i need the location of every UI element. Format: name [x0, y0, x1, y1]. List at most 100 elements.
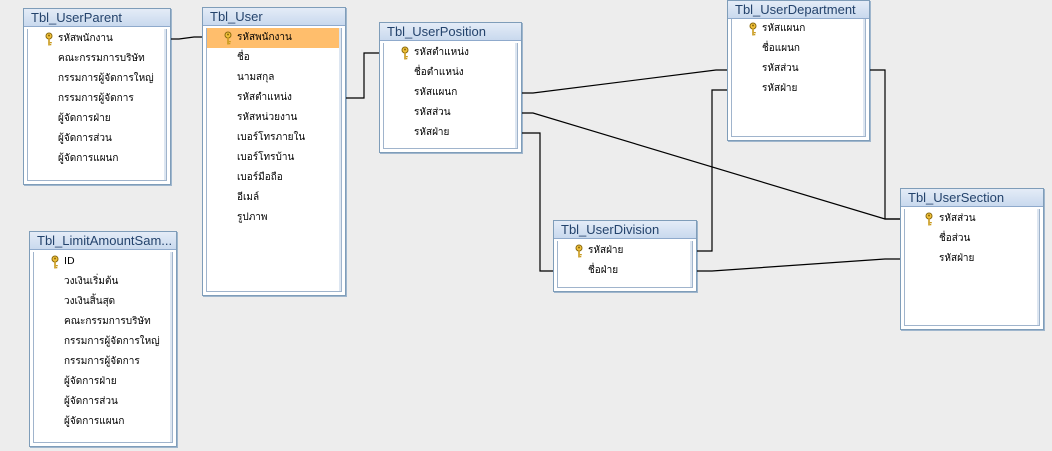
field-row[interactable]: ผู้จัดการฝ่าย: [28, 109, 166, 129]
table-title[interactable]: Tbl_User: [203, 8, 345, 26]
field-name: รหัสแผนก: [414, 87, 458, 98]
field-list[interactable]: รหัสพนักงาน คณะกรรมการบริษัท กรรมการผู้จ…: [27, 29, 167, 181]
field-name: ผู้จัดการแผนก: [58, 153, 119, 164]
field-name: ผู้จัดการฝ่าย: [64, 376, 117, 387]
field-row[interactable]: ชื่อส่วน: [905, 229, 1039, 249]
field-name: วงเงินเริ่มต้น: [64, 276, 119, 287]
field-row[interactable]: คณะกรรมการบริษัท: [34, 312, 172, 332]
scrollbar[interactable]: [863, 19, 865, 136]
field-name: ชื่อ: [237, 52, 250, 63]
field-row[interactable]: ชื่อฝ่าย: [558, 261, 692, 281]
relationship-line[interactable]: [522, 132, 553, 272]
field-row[interactable]: รหัสฝ่าย: [732, 79, 865, 99]
field-row[interactable]: ID: [34, 252, 172, 272]
field-name: รหัสฝ่าย: [939, 253, 975, 264]
field-row[interactable]: รหัสตำแหน่ง: [384, 43, 517, 63]
field-list[interactable]: รหัสแผนก ชื่อแผนก รหัสส่วน รหัสฝ่าย: [731, 19, 866, 137]
field-row[interactable]: วงเงินสิ้นสุด: [34, 292, 172, 312]
field-name: เบอร์มือถือ: [237, 172, 283, 183]
field-row[interactable]: เบอร์โทรบ้าน: [207, 148, 341, 168]
field-name: รหัสตำแหน่ง: [414, 47, 469, 58]
field-row[interactable]: รหัสแผนก: [732, 19, 865, 39]
table-title[interactable]: Tbl_LimitAmountSam...: [30, 232, 176, 250]
table-user-parent[interactable]: Tbl_UserParent รหัสพนักงาน คณะกรรมการบริ…: [23, 8, 171, 185]
field-row[interactable]: ผู้จัดการส่วน: [34, 392, 172, 412]
field-row[interactable]: ผู้จัดการส่วน: [28, 129, 166, 149]
table-title[interactable]: Tbl_UserDivision: [554, 221, 696, 239]
field-row[interactable]: นามสกุล: [207, 68, 341, 88]
field-name: คณะกรรมการบริษัท: [64, 316, 151, 327]
field-name: รหัสส่วน: [762, 63, 799, 74]
field-row[interactable]: รหัสแผนก: [384, 83, 517, 103]
field-row[interactable]: ผู้จัดการแผนก: [34, 412, 172, 432]
primary-key-icon: [45, 32, 53, 46]
field-name: รหัสพนักงาน: [58, 33, 113, 44]
field-row[interactable]: กรรมการผู้จัดการ: [28, 89, 166, 109]
field-name: รหัสตำแหน่ง: [237, 92, 292, 103]
field-row[interactable]: รหัสฝ่าย: [558, 241, 692, 261]
field-row-selected[interactable]: รหัสพนักงาน: [207, 28, 341, 48]
field-row[interactable]: เบอร์โทรภายใน: [207, 128, 341, 148]
table-user[interactable]: Tbl_User รหัสพนักงาน ชื่อ นามสกุล รหัสตำ…: [202, 7, 346, 296]
primary-key-icon: [749, 22, 757, 36]
field-row[interactable]: กรรมการผู้จัดการ: [34, 352, 172, 372]
field-row[interactable]: วงเงินเริ่มต้น: [34, 272, 172, 292]
scrollbar[interactable]: [339, 28, 341, 291]
field-row[interactable]: อีเมล์: [207, 188, 341, 208]
field-list[interactable]: รหัสส่วน ชื่อส่วน รหัสฝ่าย: [904, 209, 1040, 326]
field-row[interactable]: ผู้จัดการแผนก: [28, 149, 166, 169]
scrollbar[interactable]: [164, 29, 166, 180]
scrollbar[interactable]: [690, 241, 692, 287]
field-name: ชื่อส่วน: [939, 233, 971, 244]
field-list[interactable]: รหัสฝ่าย ชื่อฝ่าย: [557, 241, 693, 288]
relationship-line[interactable]: [870, 69, 900, 220]
table-user-section[interactable]: Tbl_UserSection รหัสส่วน ชื่อส่วน รหัสฝ่…: [900, 188, 1044, 330]
field-name: รหัสฝ่าย: [414, 127, 450, 138]
field-list[interactable]: รหัสตำแหน่ง ชื่อตำแหน่ง รหัสแผนก รหัสส่ว…: [383, 43, 518, 149]
field-name: อีเมล์: [237, 192, 260, 203]
field-row[interactable]: รหัสตำแหน่ง: [207, 88, 341, 108]
table-title[interactable]: Tbl_UserPosition: [380, 23, 521, 41]
field-name: วงเงินสิ้นสุด: [64, 296, 116, 307]
field-name: ผู้จัดการส่วน: [58, 133, 112, 144]
relationship-line[interactable]: [171, 36, 202, 40]
relationship-line[interactable]: [697, 258, 900, 272]
field-list[interactable]: รหัสพนักงาน ชื่อ นามสกุล รหัสตำแหน่ง รหั…: [206, 28, 342, 292]
table-title[interactable]: Tbl_UserSection: [901, 189, 1043, 207]
field-name: รหัสฝ่าย: [762, 83, 798, 94]
table-title[interactable]: Tbl_UserDepartment: [728, 1, 869, 19]
field-row[interactable]: รหัสฝ่าย: [905, 249, 1039, 269]
table-user-division[interactable]: Tbl_UserDivision รหัสฝ่าย ชื่อฝ่าย: [553, 220, 697, 292]
table-user-position[interactable]: Tbl_UserPosition รหัสตำแหน่ง ชื่อตำแหน่ง…: [379, 22, 522, 153]
table-limit-amount[interactable]: Tbl_LimitAmountSam... ID วงเงินเริ่มต้น …: [29, 231, 177, 447]
field-row[interactable]: รูปภาพ: [207, 208, 341, 228]
field-name: นามสกุล: [237, 72, 275, 83]
field-row[interactable]: ชื่อแผนก: [732, 39, 865, 59]
field-name: กรรมการผู้จัดการ: [58, 93, 134, 104]
primary-key-icon: [401, 46, 409, 60]
scrollbar[interactable]: [515, 43, 517, 148]
relationship-line[interactable]: [346, 52, 379, 99]
field-row[interactable]: เบอร์มือถือ: [207, 168, 341, 188]
field-row[interactable]: คณะกรรมการบริษัท: [28, 49, 166, 69]
scrollbar[interactable]: [170, 252, 172, 442]
field-row[interactable]: รหัสฝ่าย: [384, 123, 517, 143]
field-list[interactable]: ID วงเงินเริ่มต้น วงเงินสิ้นสุด คณะกรรมก…: [33, 252, 173, 443]
table-user-department[interactable]: Tbl_UserDepartment รหัสแผนก ชื่อแผนก รหั…: [727, 0, 870, 141]
scrollbar[interactable]: [1037, 209, 1039, 325]
table-title[interactable]: Tbl_UserParent: [24, 9, 170, 27]
primary-key-icon: [224, 31, 232, 45]
field-row[interactable]: ชื่อตำแหน่ง: [384, 63, 517, 83]
field-row[interactable]: ชื่อ: [207, 48, 341, 68]
field-name: รหัสฝ่าย: [588, 245, 624, 256]
field-row[interactable]: รหัสหน่วยงาน: [207, 108, 341, 128]
field-row[interactable]: กรรมการผู้จัดการใหญ่: [28, 69, 166, 89]
field-row[interactable]: รหัสพนักงาน: [28, 29, 166, 49]
field-row[interactable]: รหัสส่วน: [905, 209, 1039, 229]
field-row[interactable]: รหัสส่วน: [384, 103, 517, 123]
field-row[interactable]: รหัสส่วน: [732, 59, 865, 79]
field-row[interactable]: กรรมการผู้จัดการใหญ่: [34, 332, 172, 352]
field-row[interactable]: ผู้จัดการฝ่าย: [34, 372, 172, 392]
relationship-line[interactable]: [697, 89, 727, 252]
relationship-line[interactable]: [522, 69, 727, 94]
